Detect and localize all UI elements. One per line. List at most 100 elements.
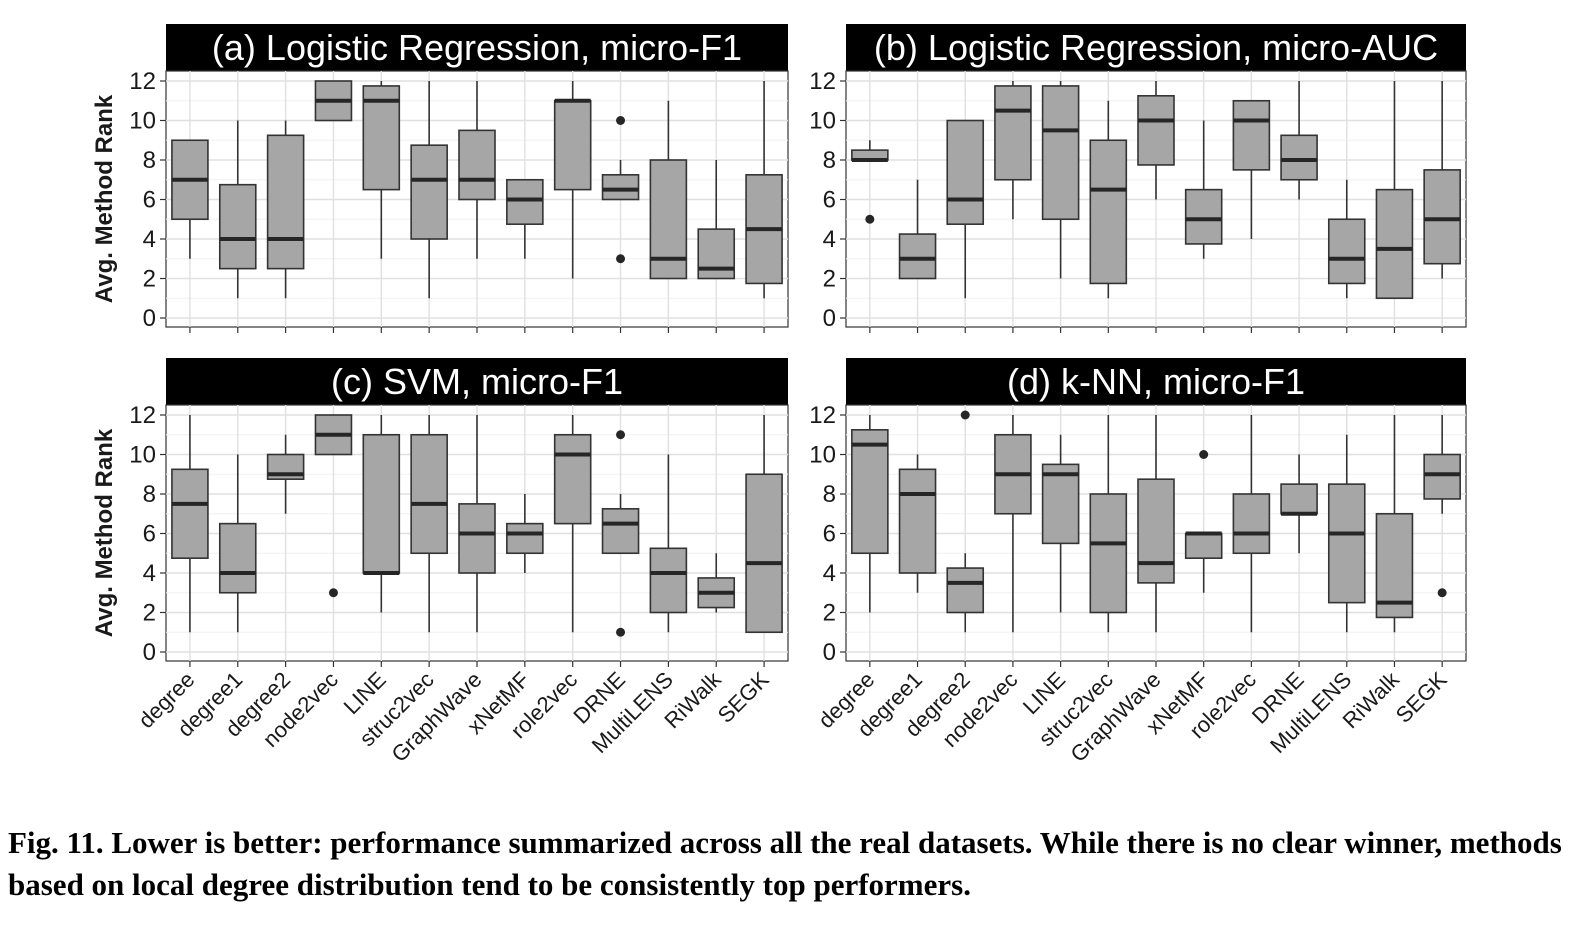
- box-LINE: [1041, 434, 1080, 667]
- box-degree1: [898, 179, 937, 333]
- y-tick-label: 8: [143, 481, 156, 508]
- box-iqr: [458, 129, 496, 201]
- box-RiWalk: [697, 160, 736, 333]
- y-tick-label: 8: [143, 147, 156, 174]
- box-xNetMF: [1184, 450, 1223, 667]
- box-iqr: [171, 468, 209, 559]
- box-node2vec: [314, 80, 353, 333]
- y-tick-label: 8: [823, 147, 836, 174]
- box-degree: [851, 140, 889, 333]
- y-tick-label: 12: [809, 402, 836, 429]
- chart-panel-1: (a) Logistic Regression, micro-F10246810…: [91, 24, 789, 333]
- y-axis-title: Avg. Method Rank: [91, 94, 118, 303]
- box-iqr: [266, 134, 305, 270]
- box-iqr: [946, 567, 985, 614]
- y-tick-label: 2: [143, 266, 156, 293]
- outlier-point: [960, 410, 970, 420]
- box-DRNE: [1280, 81, 1318, 333]
- box-role2vec: [553, 415, 592, 667]
- box-iqr: [649, 547, 688, 614]
- chart-panel-2: (b) Logistic Regression, micro-AUC024681…: [809, 24, 1467, 333]
- box-iqr: [1327, 218, 1366, 285]
- box-iqr: [1089, 493, 1128, 614]
- box-iqr: [362, 433, 401, 574]
- box-MultiLENS: [649, 100, 688, 333]
- box-struc2vec: [1089, 415, 1128, 667]
- outlier-point: [616, 430, 626, 440]
- box-degree: [851, 415, 889, 667]
- box-SEGK: [745, 81, 783, 333]
- y-tick-label: 0: [143, 639, 156, 666]
- box-iqr: [1041, 463, 1080, 545]
- box-DRNE: [1280, 454, 1318, 667]
- box-iqr: [1232, 493, 1271, 555]
- y-tick-label: 0: [823, 305, 836, 332]
- panel-title-bar: [846, 358, 1466, 406]
- box-LINE: [362, 415, 401, 667]
- box-MultiLENS: [1327, 434, 1366, 667]
- box-degree1: [218, 454, 257, 667]
- box-node2vec: [994, 415, 1032, 667]
- box-role2vec: [553, 81, 592, 333]
- box-iqr: [946, 119, 985, 225]
- box-iqr: [1184, 188, 1223, 245]
- box-iqr: [898, 468, 937, 574]
- outlier-point: [616, 116, 626, 125]
- box-iqr: [1423, 169, 1461, 265]
- box-iqr: [506, 522, 544, 555]
- box-degree1: [218, 120, 257, 333]
- box-iqr: [1423, 453, 1461, 500]
- box-SEGK: [1423, 81, 1461, 333]
- outlier-point: [616, 627, 626, 637]
- box-iqr: [994, 85, 1032, 181]
- box-degree2: [266, 434, 305, 667]
- box-xNetMF: [1184, 120, 1223, 333]
- box-struc2vec: [410, 415, 448, 667]
- box-MultiLENS: [649, 454, 688, 667]
- box-iqr: [1137, 95, 1175, 166]
- box-GraphWave: [1137, 415, 1175, 667]
- outlier-point: [865, 214, 875, 224]
- box-SEGK: [1423, 415, 1461, 667]
- box-iqr: [1232, 99, 1271, 171]
- y-tick-label: 4: [823, 226, 836, 253]
- outlier-point: [1437, 588, 1447, 598]
- box-iqr: [601, 508, 640, 555]
- box-iqr: [1137, 478, 1175, 584]
- box-iqr: [1375, 512, 1414, 619]
- box-node2vec: [314, 414, 353, 667]
- boxplot-grid: (a) Logistic Regression, micro-F10246810…: [91, 24, 1467, 767]
- box-LINE: [362, 81, 401, 333]
- box-LINE: [1041, 81, 1080, 333]
- x-tick-label: SEGK: [713, 667, 774, 728]
- box-struc2vec: [410, 81, 448, 333]
- box-DRNE: [601, 116, 640, 333]
- y-tick-label: 2: [823, 600, 836, 627]
- x-tick-label: SEGK: [1391, 667, 1452, 728]
- box-MultiLENS: [1327, 179, 1366, 333]
- y-tick-label: 2: [143, 600, 156, 627]
- box-degree: [171, 139, 209, 333]
- y-tick-label: 10: [129, 442, 156, 469]
- box-role2vec: [1232, 415, 1271, 667]
- y-tick-label: 12: [129, 402, 156, 429]
- panel-title: (c) SVM, micro-F1: [331, 361, 623, 402]
- box-iqr: [410, 433, 448, 555]
- box-GraphWave: [1137, 81, 1175, 333]
- panel-title: (a) Logistic Regression, micro-F1: [212, 27, 742, 68]
- box-GraphWave: [458, 415, 496, 667]
- box-iqr: [601, 174, 640, 201]
- y-tick-label: 10: [129, 108, 156, 135]
- box-iqr: [218, 183, 257, 270]
- y-tick-label: 12: [129, 68, 156, 95]
- box-degree2: [266, 120, 305, 333]
- box-degree1: [898, 454, 937, 667]
- y-tick-label: 4: [143, 226, 156, 253]
- y-tick-label: 8: [823, 481, 836, 508]
- box-iqr: [1280, 134, 1318, 181]
- box-iqr: [506, 178, 544, 225]
- outlier-point: [328, 588, 338, 598]
- y-tick-label: 12: [809, 68, 836, 95]
